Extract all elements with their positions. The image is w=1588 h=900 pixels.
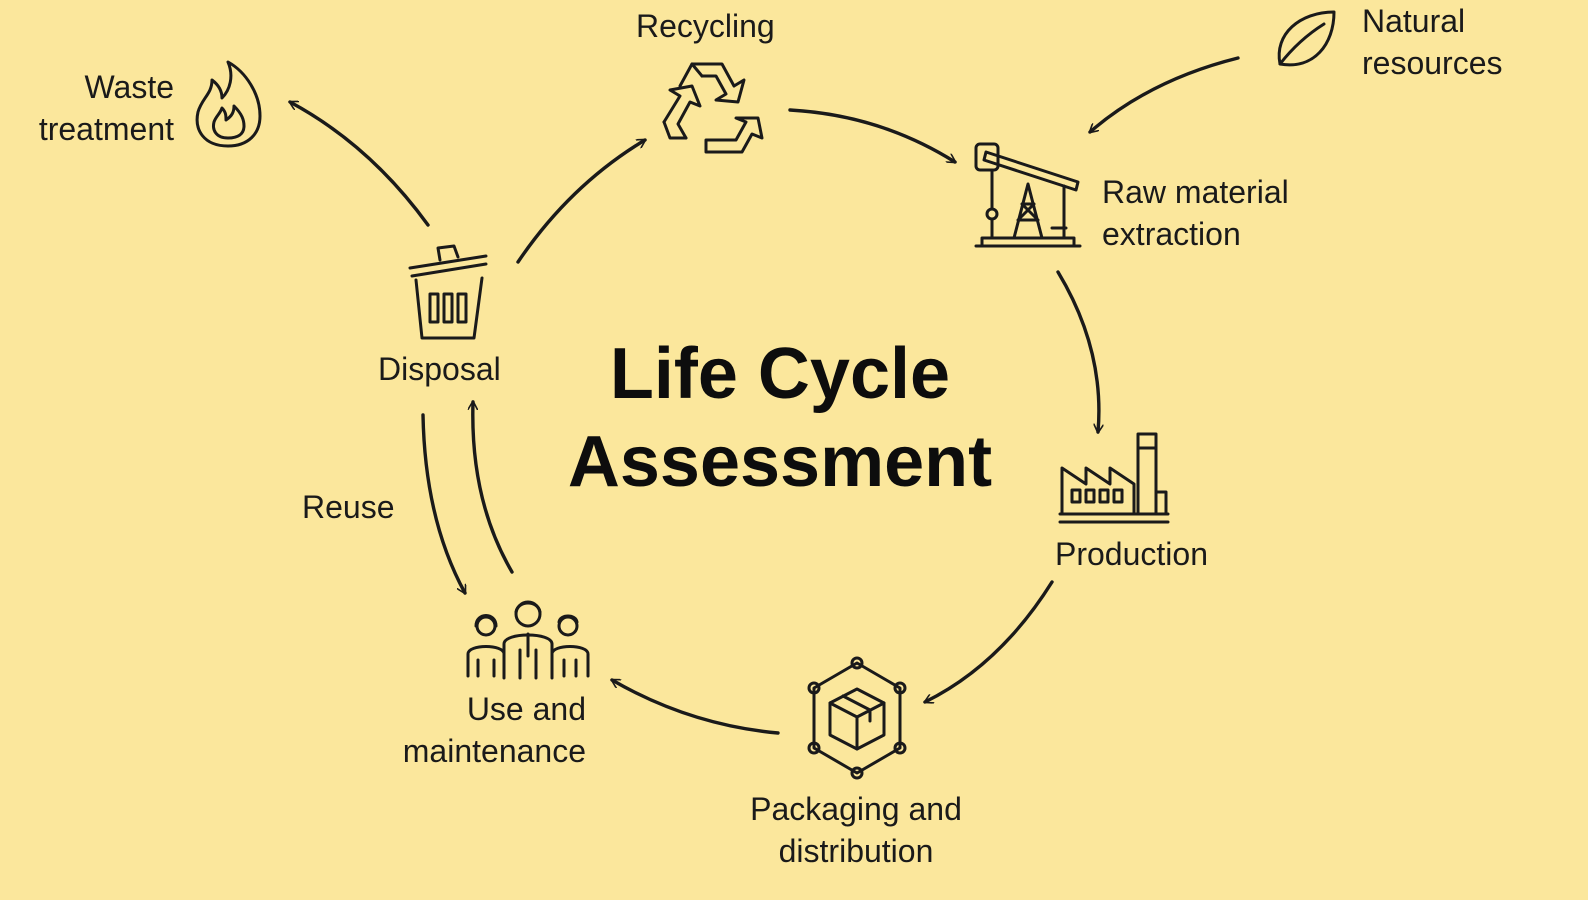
arrow-use-to-disposal <box>473 402 514 574</box>
arrow-disposal-to-recycling <box>516 138 647 264</box>
waste-treatment-label: Waste treatment <box>8 66 174 150</box>
packaging-label: Packaging and distribution <box>732 788 980 872</box>
diagram-title: Life Cycle Assessment <box>560 330 1000 506</box>
arrow-production-to-packaging <box>923 580 1054 702</box>
natural-resources-label: Natural resources <box>1362 0 1503 84</box>
waste-line-2: treatment <box>38 111 174 147</box>
disposal-label: Disposal <box>378 351 501 387</box>
arrow-disposal-to-use <box>421 413 467 595</box>
leaf-icon <box>1270 4 1342 76</box>
waste-line-1: Waste <box>84 69 175 105</box>
trash-can-icon <box>406 240 490 344</box>
recycling-label: Recycling <box>636 8 775 44</box>
packaging-line-2: distribution <box>778 833 934 869</box>
use-line-2: maintenance <box>402 733 586 769</box>
packaging-line-1: Packaging and <box>750 791 962 827</box>
title-line-2: Assessment <box>567 422 993 502</box>
factory-icon <box>1056 428 1172 528</box>
arrow-packaging-to-use <box>610 678 780 735</box>
use-maintenance-label: Use and maintenance <box>358 688 586 772</box>
people-icon <box>464 596 592 680</box>
title-line-1: Life Cycle <box>609 334 951 414</box>
arrow-recycling-to-raw <box>788 108 957 164</box>
reuse-label: Reuse <box>302 489 395 525</box>
raw-material-line-1: Raw material <box>1102 174 1289 210</box>
raw-material-line-2: extraction <box>1102 216 1241 252</box>
package-icon <box>800 655 914 781</box>
recycle-icon <box>656 56 772 160</box>
arrow-natural-to-raw <box>1088 56 1240 134</box>
natural-resources-line-1: Natural <box>1362 3 1466 39</box>
arrow-disposal-to-waste <box>288 100 430 227</box>
natural-resources-line-2: resources <box>1362 45 1503 81</box>
flame-icon <box>190 58 266 152</box>
oil-pump-icon <box>972 138 1084 250</box>
raw-material-label: Raw material extraction <box>1102 171 1289 255</box>
production-label: Production <box>1055 536 1208 572</box>
arrow-raw-to-production <box>1056 270 1099 432</box>
use-line-1: Use and <box>466 691 586 727</box>
